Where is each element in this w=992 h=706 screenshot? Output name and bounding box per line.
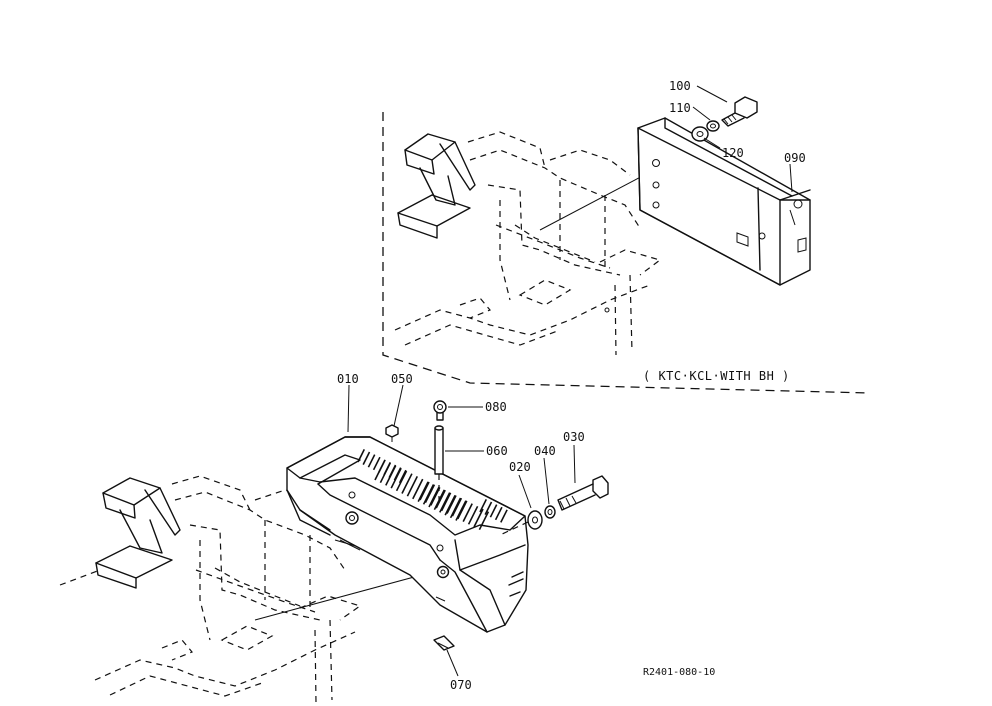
label-110: 110 (669, 101, 691, 115)
grille-slot (401, 473, 413, 494)
grille-slot (398, 469, 407, 484)
grille-slot (362, 451, 371, 465)
grille-slot (457, 500, 468, 520)
grille-slot (357, 449, 366, 463)
weight-grille (357, 449, 508, 531)
label-050: 050 (391, 372, 413, 386)
grille-slot (419, 481, 430, 501)
grille-slot (424, 484, 436, 504)
grille-slot (422, 484, 435, 505)
spring-washer-110 (706, 120, 720, 132)
grille-slot (444, 494, 456, 516)
grille-slot (417, 481, 429, 502)
label-070: 070 (450, 678, 472, 692)
variant-caption: ( KTC·KCL·WITH BH ) (643, 369, 790, 383)
grille-slot (449, 497, 462, 519)
front-weight-010 (286, 436, 529, 633)
grille-slot (395, 470, 408, 492)
grille-slot (374, 459, 386, 481)
label-090: 090 (784, 151, 806, 165)
eyebolt-080 (433, 400, 447, 421)
grille-slot (379, 462, 392, 484)
mounting-plate-090 (637, 117, 811, 286)
label-030: 030 (563, 430, 585, 444)
grille-slot (478, 511, 490, 531)
grille-slot (500, 509, 508, 523)
label-080: 080 (485, 400, 507, 414)
grille-slot (390, 467, 402, 489)
grille-slot (439, 492, 451, 513)
leader-lines (347, 85, 793, 677)
grille-slot (428, 486, 440, 508)
grille-slot (484, 501, 493, 515)
grille-slot (479, 499, 488, 513)
label-100: 100 (669, 79, 691, 93)
grille-slot (489, 504, 498, 518)
grille-slot (367, 454, 376, 468)
clip-070 (433, 635, 455, 651)
label-060: 060 (486, 444, 508, 458)
bolt-axis-line (499, 521, 529, 536)
grille-slot (473, 508, 484, 528)
plain-washer-120 (691, 126, 709, 142)
bolt-100 (721, 96, 758, 127)
grille-slot (430, 487, 441, 506)
bolt-050 (385, 424, 399, 442)
variant-boundary (382, 112, 871, 394)
grille-slot (440, 492, 452, 512)
spring-washer-040 (544, 505, 556, 519)
drawing-reference: R2401-080-10 (643, 667, 715, 678)
lower-frame-phantom (59, 475, 446, 704)
grille-slot (467, 505, 479, 525)
grille-slot (494, 506, 503, 521)
pin-060 (434, 425, 444, 500)
label-010: 010 (337, 372, 359, 386)
grille-slot (372, 456, 381, 471)
label-120: 120 (722, 146, 744, 160)
bolt-030 (557, 475, 609, 511)
grille-slot (406, 476, 419, 497)
grille-slot (455, 500, 467, 521)
plain-washer-020 (527, 510, 543, 530)
grille-slot (412, 478, 424, 500)
grille-slot (435, 489, 446, 509)
grille-slot (462, 503, 473, 522)
upper-frame-phantom (394, 131, 662, 356)
grille-slot (446, 495, 457, 514)
grille-slot (385, 465, 397, 486)
label-020: 020 (509, 460, 531, 474)
label-040: 040 (534, 444, 556, 458)
grille-slot (451, 497, 463, 517)
